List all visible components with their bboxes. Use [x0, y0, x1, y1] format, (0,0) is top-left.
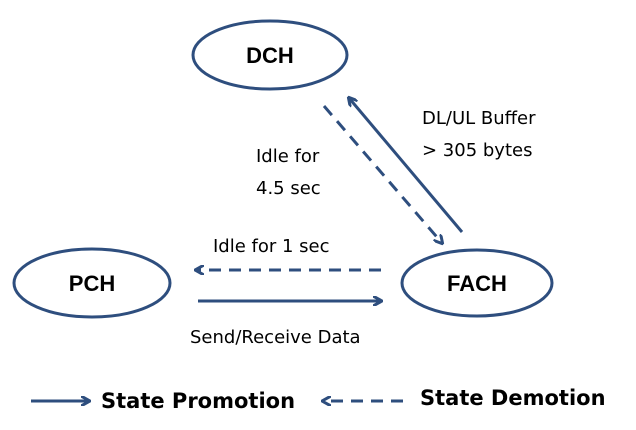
dch-fach-label-line2: 4.5 sec [256, 178, 321, 199]
demotion-arrow-dch-fach [322, 105, 442, 243]
transition-fach-to-dch: DL/UL Buffer > 305 bytes [349, 98, 536, 233]
dch-fach-label-line1: Idle for [256, 146, 320, 167]
state-pch-label: PCH [69, 271, 115, 296]
state-dch-shape [191, 19, 349, 91]
fach-dch-label-line1: DL/UL Buffer [422, 108, 536, 129]
fach-dch-label-line2: > 305 bytes [422, 140, 532, 161]
state-dch-label: DCH [246, 43, 294, 68]
transition-pch-to-fach: Send/Receive Data [190, 301, 381, 348]
legend: State Promotion State Demotion [31, 386, 606, 413]
state-fach-shape [400, 248, 554, 318]
legend-promotion: State Promotion [31, 389, 295, 413]
state-fach: FACH [400, 248, 554, 318]
legend-demotion-label: State Demotion [420, 386, 606, 410]
transition-dch-to-fach: Idle for 4.5 sec [256, 105, 442, 243]
state-pch-shape [12, 247, 172, 319]
state-fach-label: FACH [447, 271, 507, 296]
state-dch: DCH [191, 19, 349, 91]
state-pch: PCH [12, 247, 172, 319]
pch-fach-label: Send/Receive Data [190, 327, 361, 348]
legend-promotion-label: State Promotion [101, 389, 295, 413]
legend-demotion: State Demotion [323, 386, 606, 410]
transition-fach-to-pch: Idle for 1 sec [196, 236, 381, 270]
fach-pch-label: Idle for 1 sec [213, 236, 330, 257]
promotion-arrow-fach-dch [349, 98, 464, 233]
